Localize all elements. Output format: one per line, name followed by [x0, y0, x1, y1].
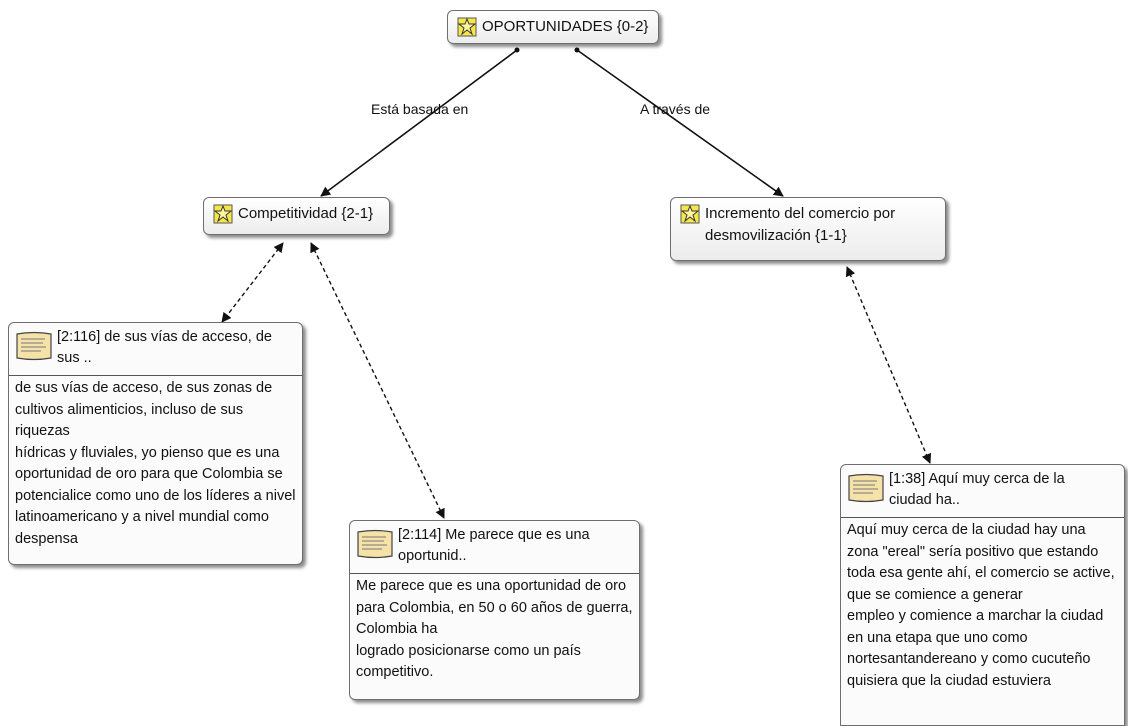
quote-header: [2:116] de sus vías de acceso, de sus .. [9, 323, 302, 375]
quote-body-2-114: Me parece que es una oportunidad de oro … [356, 578, 633, 680]
divider [9, 375, 302, 376]
code-icon [212, 203, 234, 225]
code-label-competitividad: Competitividad {2-1} [238, 205, 374, 222]
quote-body-1-38: Aquí muy cerca de la ciudad hay una zona… [847, 522, 1115, 689]
quote-header: [2:114] Me parece que es una oportunid.. [350, 521, 639, 573]
quote-node-1-38[interactable]: [1:38] Aquí muy cerca de la ciudad ha.. … [840, 464, 1125, 726]
code-label-oportunidades: OPORTUNIDADES {0-2} [482, 18, 649, 35]
quote-header: [1:38] Aquí muy cerca de la ciudad ha.. [841, 465, 1124, 517]
quote-node-2-114[interactable]: [2:114] Me parece que es una oportunid..… [349, 520, 640, 700]
quote-title-1-38: [1:38] Aquí muy cerca de la ciudad ha.. [889, 471, 1065, 508]
code-icon [679, 203, 701, 225]
code-icon [456, 16, 478, 38]
code-node-oportunidades[interactable]: OPORTUNIDADES {0-2} [447, 10, 659, 44]
edge-competitividad-q2-116[interactable] [221, 242, 284, 323]
quote-node-2-116[interactable]: [2:116] de sus vías de acceso, de sus ..… [8, 322, 303, 565]
quote-icon [15, 331, 53, 361]
quote-icon [847, 473, 885, 503]
edge-oportunidades-incremento[interactable] [574, 47, 784, 197]
code-label-incremento: Incremento del comercio por desmovilizac… [705, 205, 896, 244]
code-node-competitividad[interactable]: Competitividad {2-1} [203, 197, 390, 235]
edge-competitividad-q2-114[interactable] [310, 242, 445, 519]
quote-body-2-116: de sus vías de acceso, de sus zonas de c… [15, 380, 296, 547]
edge-label-basada: Está basada en [371, 101, 469, 117]
edge-oportunidades-competitividad[interactable] [320, 47, 520, 197]
quote-icon [356, 529, 394, 559]
code-node-incremento[interactable]: Incremento del comercio por desmovilizac… [670, 197, 946, 261]
divider [841, 517, 1124, 518]
quote-title-2-116: [2:116] de sus vías de acceso, de sus .. [57, 329, 272, 366]
quote-title-2-114: [2:114] Me parece que es una oportunid.. [398, 527, 590, 564]
divider [350, 573, 639, 574]
edge-label-traves: A través de [640, 101, 711, 117]
edge-incremento-q1-38[interactable] [845, 266, 932, 464]
